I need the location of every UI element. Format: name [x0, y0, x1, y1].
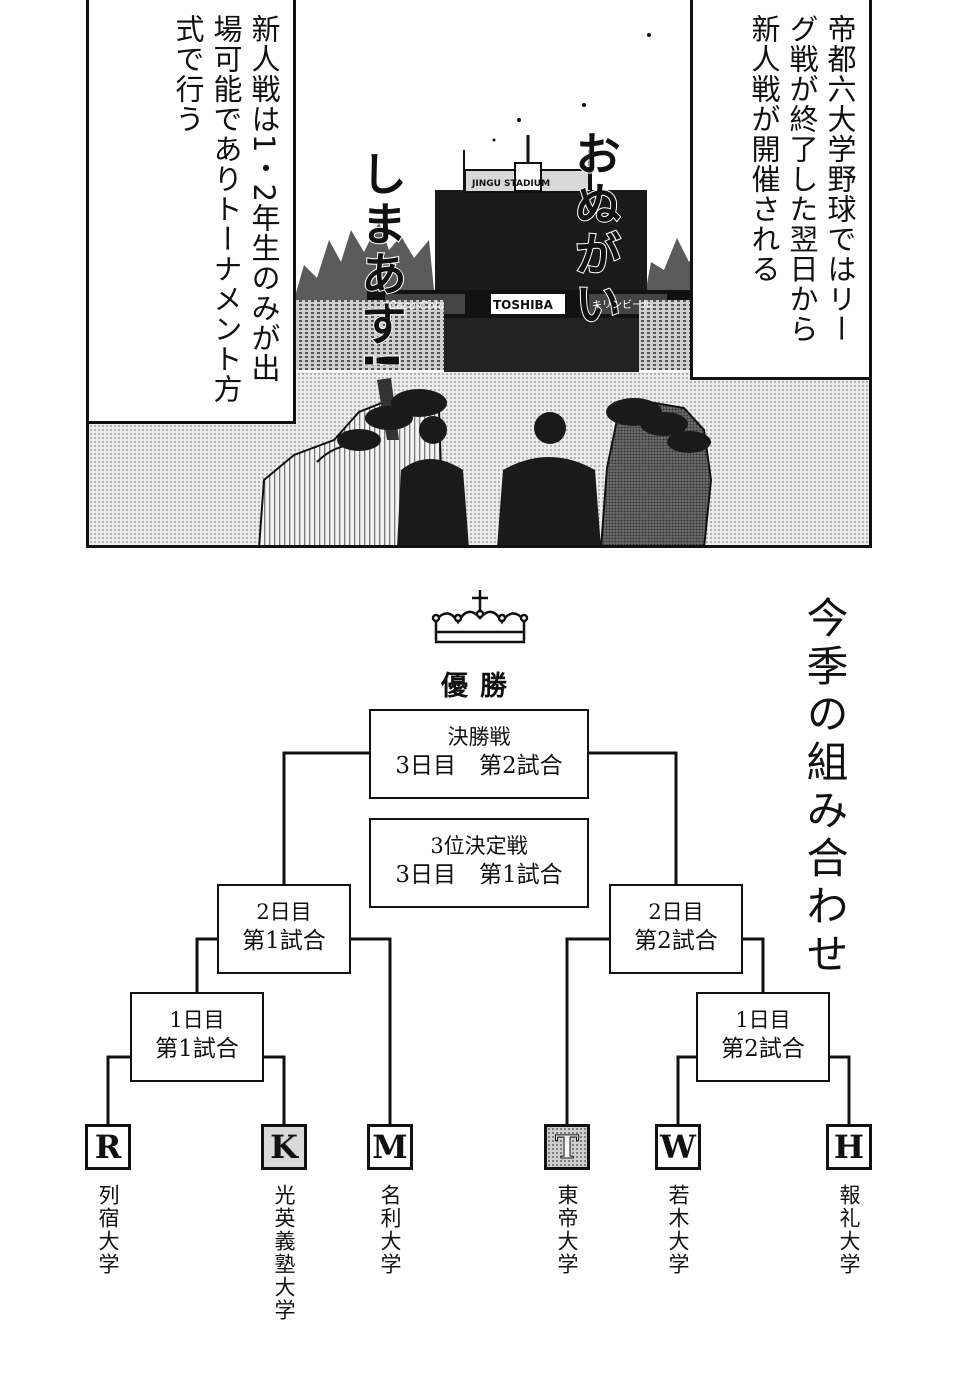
team-logo-r: R [85, 1124, 131, 1170]
match-name: 決勝戦 [447, 725, 511, 749]
match-day: 1日目 [169, 1008, 225, 1032]
team-name-r: 列宿大学 [96, 1184, 120, 1276]
narration-caption-right: 帝都六大学野球ではリーグ戦が終了した翌日から新人戦が開催される [690, 0, 872, 380]
team-name-t: 東帝大学 [555, 1184, 579, 1276]
match-game: 第2試合 [634, 928, 718, 954]
narration-caption-left: 新人戦は1・2年生のみが出場可能でありトーナメント方式で行う [86, 0, 296, 424]
winner-label: 優勝 [441, 671, 519, 702]
team-name-m: 名利大学 [378, 1184, 402, 1276]
match-box-day2-game2: 2日目 第2試合 [609, 884, 743, 974]
crown-icon [431, 590, 529, 644]
team-logo-h: H [826, 1124, 872, 1170]
bracket-lines [106, 590, 851, 1124]
match-schedule: 3日目 第1試合 [395, 862, 563, 888]
sfx-onegai: おぬがい [567, 129, 623, 331]
sfx-shimasu: しまあす! [353, 149, 409, 376]
team-logo-k: K [261, 1124, 307, 1170]
match-game: 第1試合 [155, 1036, 239, 1062]
team-name-k: 光英義塾大学 [272, 1184, 296, 1322]
match-game: 第2試合 [721, 1036, 805, 1062]
team-name-w: 若木大学 [666, 1184, 690, 1276]
match-box-day2-game1: 2日目 第1試合 [217, 884, 351, 974]
match-box-third-place: 3位決定戦 3日目 第1試合 [369, 818, 589, 908]
match-day: 2日目 [648, 900, 704, 924]
match-game: 第1試合 [242, 928, 326, 954]
match-day: 2日目 [256, 900, 312, 924]
match-name: 3位決定戦 [430, 834, 528, 858]
team-logo-m: M [367, 1124, 413, 1170]
bracket-connectors [106, 751, 851, 1124]
match-box-day1-game1: 1日目 第1試合 [130, 992, 264, 1082]
match-day: 1日目 [735, 1008, 791, 1032]
match-box-final: 決勝戦 3日目 第2試合 [369, 709, 589, 799]
match-schedule: 3日目 第2試合 [395, 753, 563, 779]
team-name-h: 報礼大学 [837, 1184, 861, 1276]
match-box-day1-game2: 1日目 第2試合 [696, 992, 830, 1082]
team-logo-t: T [544, 1124, 590, 1170]
team-logo-w: W [655, 1124, 701, 1170]
bracket-title: 今季の組み合わせ [800, 596, 849, 980]
